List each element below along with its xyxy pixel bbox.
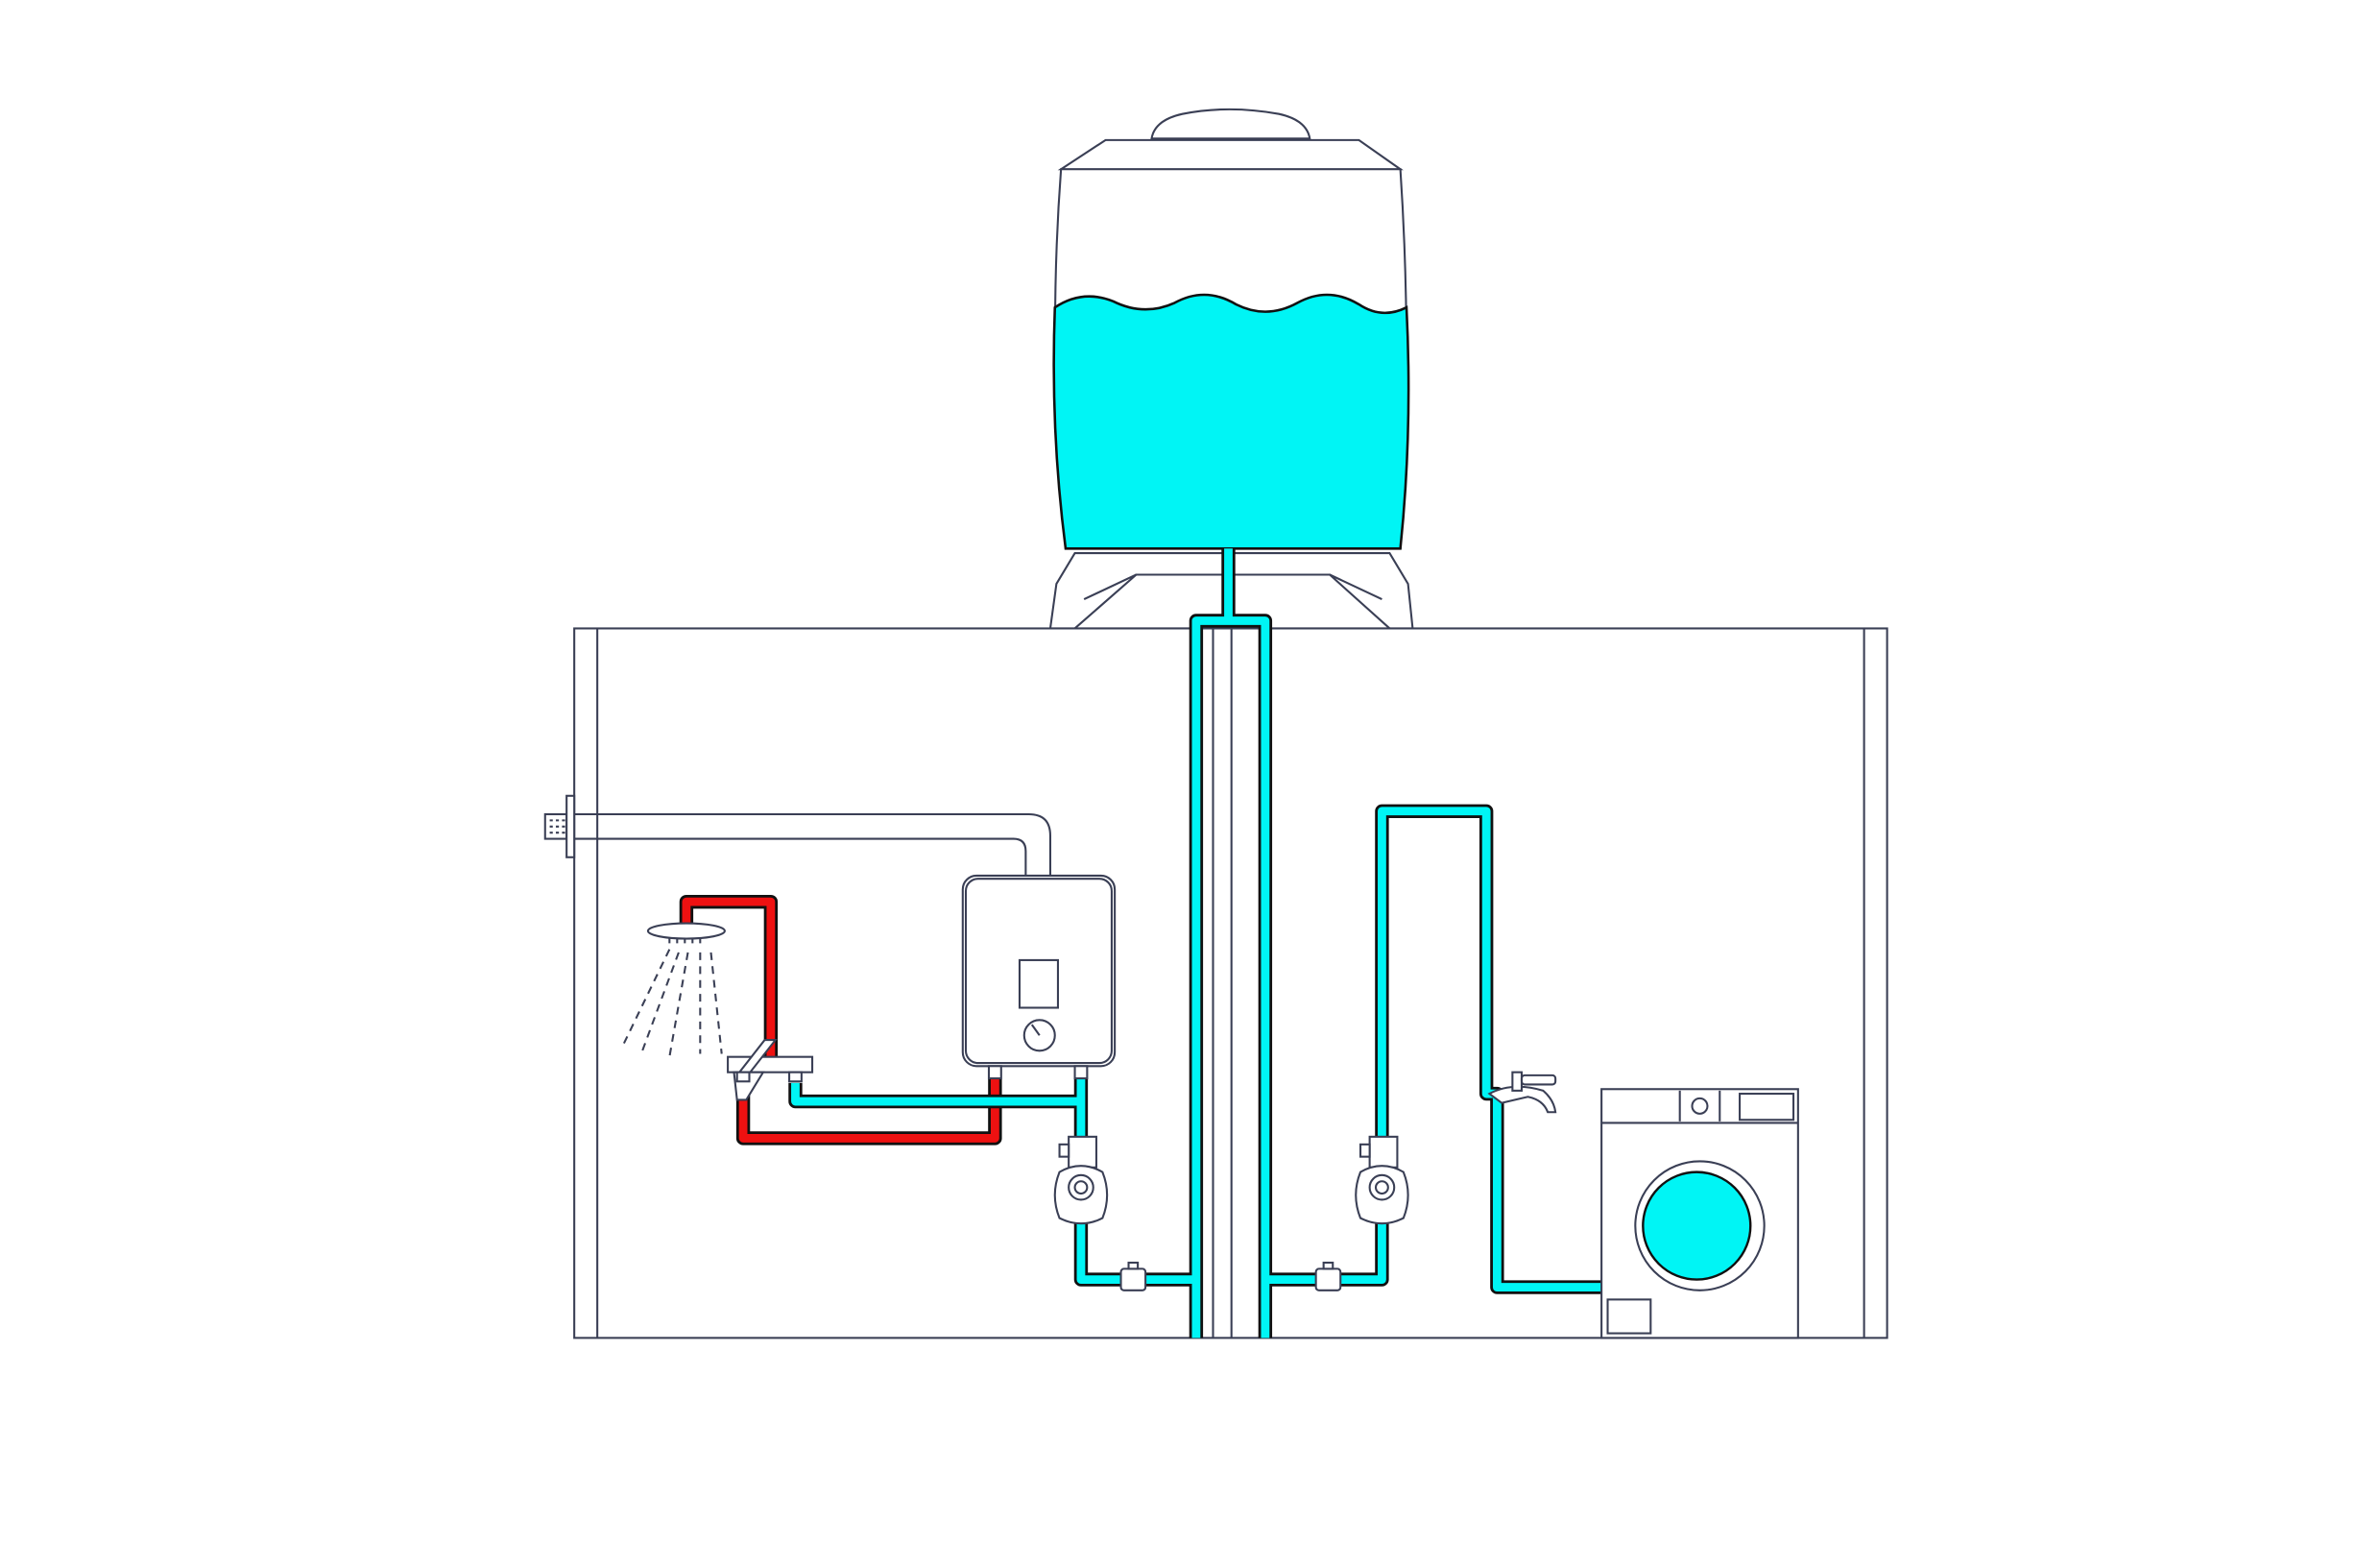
valve-left[interactable] — [1119, 1261, 1147, 1291]
tank-water — [1052, 293, 1410, 550]
tank-lid — [1150, 108, 1311, 140]
booster-pump-right — [1355, 1135, 1409, 1225]
mixer-faucet[interactable] — [727, 1039, 814, 1101]
water-heater — [961, 874, 1117, 1080]
washer-display — [1739, 1093, 1795, 1122]
washer-drum-water — [1642, 1170, 1752, 1281]
shower-head — [620, 922, 726, 1057]
washer-knob — [1691, 1097, 1709, 1115]
booster-pump-left — [1053, 1135, 1109, 1225]
cold-water-pipes — [788, 548, 1602, 1339]
wall-tap[interactable] — [1487, 1071, 1557, 1114]
washer-filter-box — [1606, 1298, 1652, 1335]
washing-machine — [1600, 1088, 1799, 1339]
heater-display — [1018, 958, 1059, 1009]
valve-right[interactable] — [1314, 1261, 1342, 1291]
heater-flue — [543, 794, 1051, 876]
